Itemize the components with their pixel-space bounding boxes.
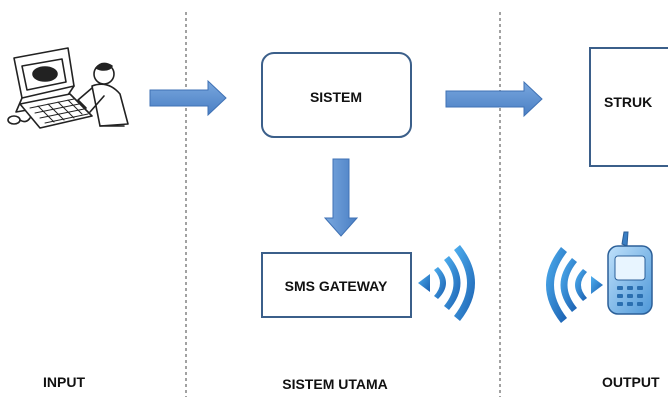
section-label-sistem-utama: SISTEM UTAMA (282, 376, 388, 392)
wireless-signal-icon (418, 245, 475, 321)
arrow-sistem-to-struk (445, 80, 543, 118)
sms-gateway-label: SMS GATEWAY (285, 278, 388, 294)
mobile-phone-icon (607, 231, 653, 315)
sms-gateway-box (261, 252, 412, 318)
sistem-label: SISTEM (310, 89, 362, 105)
computer-user-icon (7, 47, 129, 129)
sms-gateway-node: SMS GATEWAY (261, 252, 412, 318)
struk-box (589, 47, 668, 167)
phone-signal-icon (546, 247, 603, 323)
struk-label: STRUK (604, 94, 652, 110)
section-label-input: INPUT (43, 374, 85, 390)
sistem-node: SISTEM (261, 52, 412, 138)
section-label-output: OUTPUT (602, 374, 660, 390)
sistem-box (261, 52, 412, 138)
struk-node: STRUK (589, 47, 668, 167)
arrow-sistem-to-sms-gateway (323, 158, 359, 237)
arrow-input-to-sistem (149, 79, 227, 117)
